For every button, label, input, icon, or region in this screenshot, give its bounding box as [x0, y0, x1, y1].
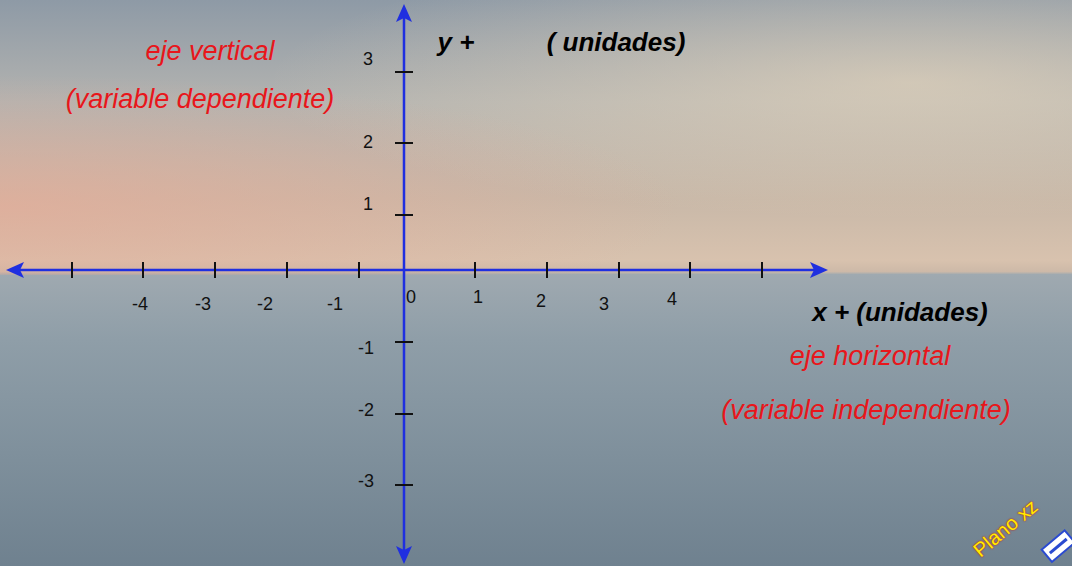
tick-marks — [72, 72, 762, 485]
tick-number: -2 — [257, 295, 273, 315]
axis-arrowhead — [6, 262, 24, 278]
x-axis — [16, 269, 818, 272]
tick-number: 3 — [599, 295, 609, 315]
axis-name: y + — [438, 28, 475, 57]
tick-number: -3 — [358, 472, 374, 492]
axis-caption: eje horizontal — [790, 342, 951, 372]
tick-number: 1 — [363, 195, 373, 215]
tick-number: 2 — [536, 292, 546, 312]
axis-caption: (variable independiente) — [721, 396, 1011, 426]
axis-arrowhead — [396, 4, 412, 22]
tick-number: -2 — [358, 401, 374, 421]
axis-arrowhead — [396, 546, 412, 564]
tick-number: -3 — [195, 295, 211, 315]
tick-number: 3 — [363, 50, 373, 70]
tick-number: 4 — [667, 290, 677, 310]
axis-name: ( unidades) — [547, 28, 686, 57]
tick-number: -4 — [132, 295, 148, 315]
tick-number: 2 — [363, 133, 373, 153]
axis-caption: (variable dependiente) — [66, 85, 335, 115]
watermark: Plano xz — [969, 495, 1042, 561]
corner-icon — [1042, 530, 1072, 562]
tick-number: -1 — [358, 339, 374, 359]
tick-number: 1 — [473, 288, 483, 308]
y-axis — [403, 14, 406, 556]
axis-name: x + (unidades) — [812, 298, 988, 327]
axis-arrowhead — [810, 262, 828, 278]
axis-caption: eje vertical — [145, 37, 274, 67]
tick-number: 0 — [406, 288, 416, 308]
tick-number: -1 — [327, 295, 343, 315]
